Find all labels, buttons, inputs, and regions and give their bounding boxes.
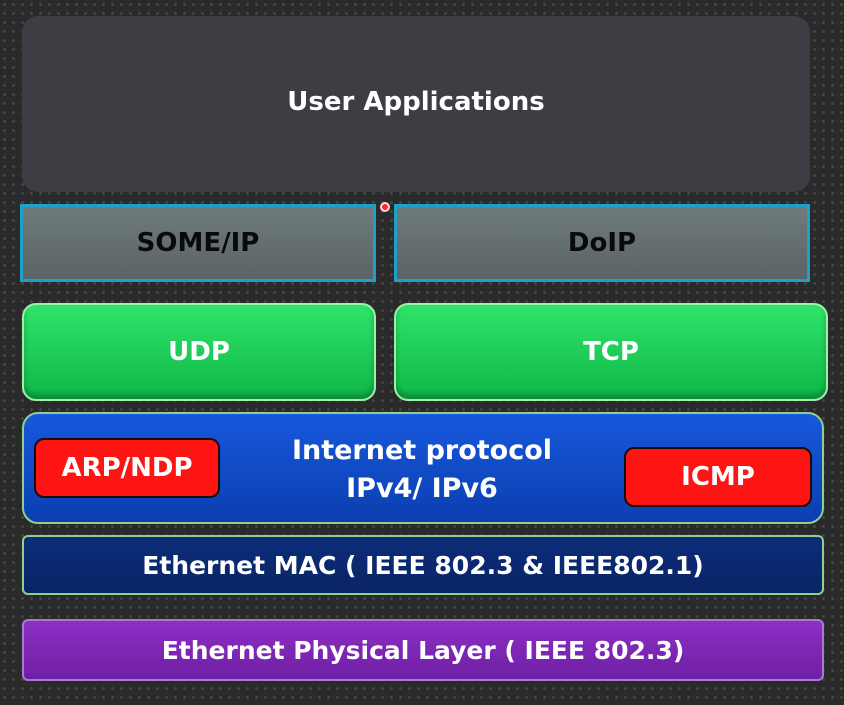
ethernet-physical-layer: Ethernet Physical Layer ( IEEE 802.3) xyxy=(22,619,824,681)
icmp-label: ICMP xyxy=(681,462,755,492)
doip-box: DoIP xyxy=(394,204,810,282)
ethernet-physical-label: Ethernet Physical Layer ( IEEE 802.3) xyxy=(161,635,685,665)
udp-box: UDP xyxy=(22,303,376,401)
someip-box: SOME/IP xyxy=(20,204,376,282)
tcp-box: TCP xyxy=(394,303,828,401)
user-applications-label: User Applications xyxy=(287,87,545,117)
ip-versions-label: IPv4/ IPv6 xyxy=(346,473,498,504)
ethernet-mac-label: Ethernet MAC ( IEEE 802.3 & IEEE802.1) xyxy=(142,550,704,580)
user-applications-layer: User Applications xyxy=(22,16,810,192)
icmp-box: ICMP xyxy=(624,447,812,507)
doip-label: DoIP xyxy=(567,228,637,258)
arp-ndp-box: ARP/NDP xyxy=(34,438,220,498)
tcp-label: TCP xyxy=(583,337,639,367)
internet-protocol-label: Internet protocol IPv4/ IPv6 xyxy=(0,432,844,508)
internet-protocol-title: Internet protocol xyxy=(291,435,553,466)
someip-label: SOME/IP xyxy=(136,228,260,258)
laser-pointer-dot-icon xyxy=(380,202,390,212)
ethernet-mac-layer: Ethernet MAC ( IEEE 802.3 & IEEE802.1) xyxy=(22,535,824,595)
udp-label: UDP xyxy=(168,337,230,367)
arp-ndp-label: ARP/NDP xyxy=(61,453,193,483)
